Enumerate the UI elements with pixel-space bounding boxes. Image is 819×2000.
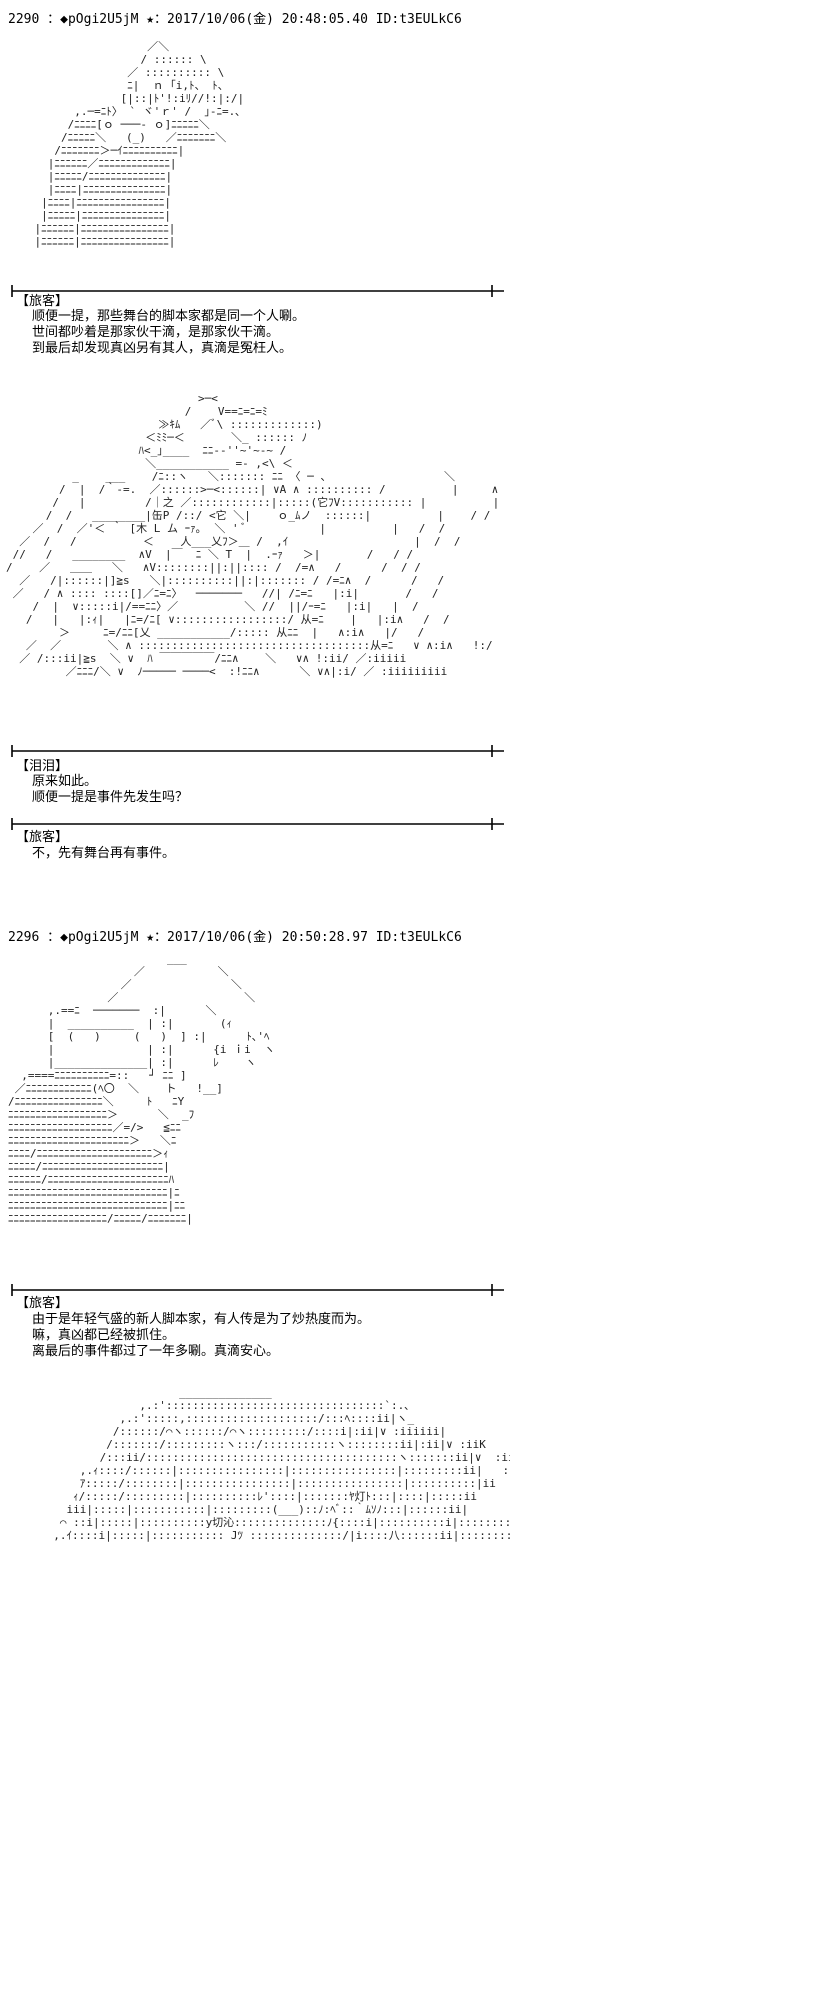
speaker-name: 【旅客】 — [16, 830, 69, 845]
panel-divider — [10, 744, 506, 758]
dialog-line: 顺便一提是事件先发生吗？ — [32, 790, 189, 805]
dialog-text: 由于是年轻气盛的新人脚本家，有人传是为了炒热度而为。 嘛，真凶都已经被抓住。 离… — [32, 1312, 370, 1360]
dialog-text: 不，先有舞台再有事件。 — [32, 846, 175, 862]
ascii-art-panel: >─< / V==ﾆ=ﾆ=ﾐ ≫ｷﾑ ／ﾞ\ :::::::::::::) ＜ﾐ… — [6, 392, 506, 678]
dialog-text: 原来如此。 顺便一提是事件先发生吗？ — [32, 774, 188, 806]
panel-divider — [10, 284, 506, 298]
dialog-line: 世间都吵着是那家伙干滴，是那家伙干滴。 — [32, 325, 280, 340]
post-header: 2290 ：◆pOgi2U5jM ★：2017/10/06(金) 20:48:0… — [8, 12, 462, 27]
ascii-art-panel: ／＼ / :::::: \ ／ :::::::::: \ ﾆ| ｎ ｢i,ﾄ、 … — [34, 40, 245, 248]
panel-divider — [10, 1283, 506, 1297]
dialog-line: 嘛，真凶都已经被抓住。 — [32, 1328, 176, 1343]
post-header: 2296 ：◆pOgi2U5jM ★：2017/10/06(金) 20:50:2… — [8, 930, 462, 945]
divider-line-icon — [11, 745, 504, 757]
ascii-art-panel: ___ ／ ＼ ／ ＼ ／ ＼ ,.==ﾆ ─────── :| ＼ | ___… — [8, 952, 276, 1225]
dialog-line: 由于是年轻气盛的新人脚本家，有人传是为了炒热度而为。 — [32, 1312, 371, 1327]
divider-line-icon — [11, 1284, 504, 1296]
dialog-text: 顺便一提，那些舞台的脚本家都是同一个人唰。 世间都吵着是那家伙干滴，是那家伙干滴… — [32, 309, 305, 357]
divider-line-icon — [11, 285, 504, 297]
ascii-art-panel: ______________ ,.:':::::::::::::::::::::… — [53, 1386, 510, 1542]
dialog-line: 到最后却发现真凶另有其人，真滴是冤枉人。 — [32, 341, 293, 356]
dialog-line: 原来如此。 — [32, 774, 98, 789]
speaker-name: 【泪泪】 — [16, 759, 69, 774]
dialog-line: 离最后的事件都过了一年多唰。真滴安心。 — [32, 1344, 280, 1359]
divider-line-icon — [11, 818, 504, 830]
dialog-line: 顺便一提，那些舞台的脚本家都是同一个人唰。 — [32, 309, 306, 324]
speaker-name: 【旅客】 — [16, 294, 69, 309]
dialog-line: 不，先有舞台再有事件。 — [32, 846, 176, 861]
panel-divider — [10, 817, 506, 831]
speaker-name: 【旅客】 — [16, 1296, 69, 1311]
